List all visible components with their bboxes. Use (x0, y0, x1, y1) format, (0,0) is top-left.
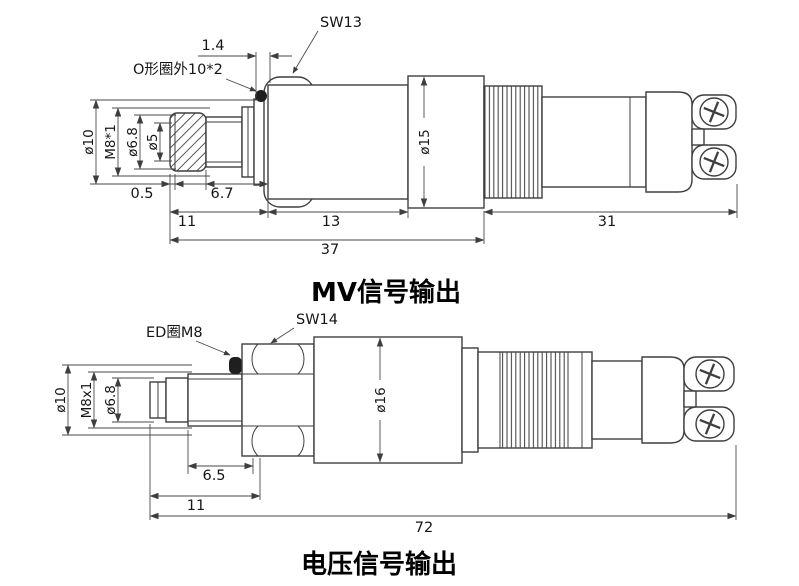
dia-15-label: ø15 (417, 129, 433, 154)
dim-mid-diameter: ø6.8 (125, 114, 176, 170)
mv-connector-barrel (541, 96, 647, 188)
mv-o-ring (255, 90, 267, 102)
mv-output-drawing: 1.4 SW13 O形圈外10*2 ø10 M8*1 (81, 15, 738, 308)
voltage-output-drawing: ED圈M8 SW14 ø10 M8x1 ø6.8 (53, 312, 737, 580)
dim-body-diameter: ø15 (417, 76, 433, 208)
v-thread-m8-label: M8x1 (79, 382, 95, 419)
dim-tip-diameter: ø5 (145, 122, 172, 162)
phillips-cross-icon (699, 413, 721, 435)
mv-sensor-geometry (169, 75, 737, 209)
dim-31-label: 31 (598, 214, 616, 230)
phillips-cross-icon (703, 101, 725, 123)
v-dia-6-8-label: ø6.8 (103, 385, 119, 415)
dim-groove-width: 1.4 (198, 38, 292, 97)
phillips-cross-icon (703, 151, 725, 173)
callout-ed-ring: ED圈M8 (146, 325, 231, 356)
dia-10-label: ø10 (81, 129, 97, 154)
sw14-label: SW14 (296, 312, 338, 328)
callout-o-ring: O形圈外10*2 (133, 61, 257, 92)
ed-ring-label: ED圈M8 (146, 325, 203, 341)
v-tip (165, 377, 189, 423)
v-knurled-ring (500, 352, 568, 448)
voltage-output-title: 电压信号输出 (301, 549, 457, 580)
v-dim-11-label: 11 (187, 498, 205, 514)
mv-main-cylinder (407, 75, 485, 209)
dim-6-7-label: 6.7 (210, 186, 233, 202)
dim-0-5-label: 0.5 (130, 186, 153, 202)
dia-6-8-label: ø6.8 (125, 127, 141, 157)
v-dim-mid-diameter: ø6.8 (103, 377, 154, 423)
v-ed-seal-ring (229, 357, 242, 374)
v-dim-outer-diameter: ø10 (53, 364, 192, 436)
mv-knurled-ring (483, 85, 543, 199)
dim-11-label: 11 (178, 214, 196, 230)
v-body-section (313, 336, 463, 464)
v-dia-10-label: ø10 (53, 387, 69, 412)
sw13-label: SW13 (320, 15, 362, 31)
v-thread-section (187, 373, 243, 427)
o-ring-label: O形圈外10*2 (133, 61, 223, 78)
mv-body-section (267, 84, 409, 200)
v-hex-nut (241, 343, 315, 457)
dim-groove-width-label: 1.4 (201, 38, 224, 54)
callout-sw13: SW13 (292, 15, 362, 74)
dia-16-label: ø16 (373, 387, 389, 412)
v-dim-thread-spec: M8x1 (79, 371, 192, 429)
dim-72-label: 72 (415, 520, 433, 536)
mv-output-title: MV信号输出 (311, 277, 461, 308)
voltage-sensor-geometry (149, 336, 735, 464)
v-dim-body-diameter: ø16 (373, 337, 389, 463)
callout-sw14: SW14 (270, 312, 338, 344)
v-connector-barrel (591, 360, 643, 440)
mv-end-cap (645, 91, 693, 193)
dim-thread-spec: M8*1 (103, 107, 210, 177)
dim-13-label: 13 (322, 214, 340, 230)
mv-thread-section (205, 116, 243, 168)
v-end-cap (641, 356, 685, 444)
dim-6-5-label: 6.5 (202, 468, 225, 484)
v-linear-dimensions: 6.5 11 72 (149, 424, 737, 536)
dia-5-label: ø5 (145, 134, 161, 151)
phillips-cross-icon (699, 363, 721, 385)
v-step-ring (461, 347, 479, 453)
thread-m8-label: M8*1 (103, 124, 119, 160)
mv-linear-dimensions: 0.5 6.7 11 13 31 37 (130, 170, 738, 258)
dim-37-label: 37 (321, 242, 339, 258)
